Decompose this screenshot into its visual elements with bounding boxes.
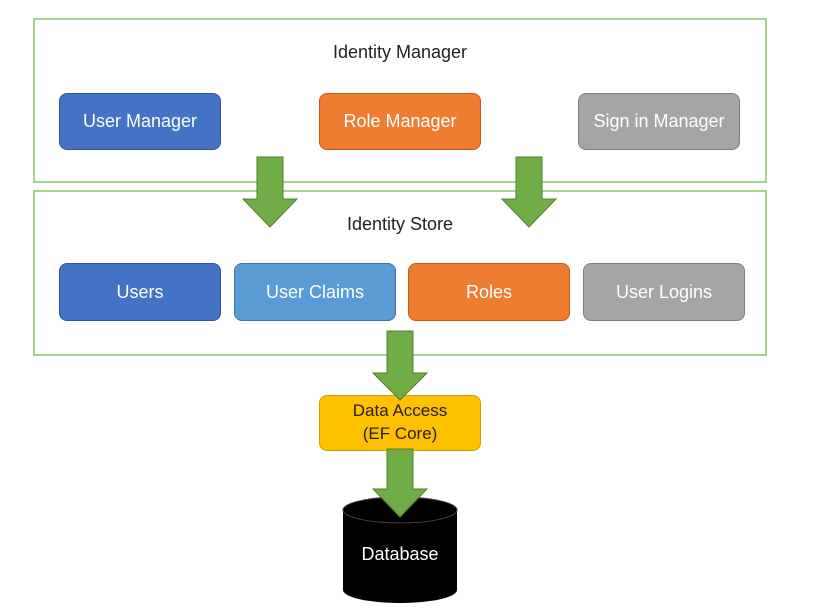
identity-manager-title: Identity Manager	[332, 42, 468, 62]
data-access-subtitle: (EF Core)	[362, 424, 438, 443]
data-access-box: Data Access (EF Core)	[319, 395, 481, 451]
identity-store-title: Identity Store	[346, 214, 454, 234]
database-label: Database	[361, 544, 439, 564]
user-logins-box: User Logins	[583, 263, 745, 321]
user-claims-box: User Claims	[234, 263, 396, 321]
arrow-data-access-to-database	[371, 448, 429, 518]
users-box: Users	[59, 263, 221, 321]
role-manager-box: Role Manager	[319, 93, 481, 150]
data-access-title: Data Access	[352, 401, 448, 421]
sign-in-manager-box: Sign in Manager	[578, 93, 740, 150]
user-manager-box: User Manager	[59, 93, 221, 150]
roles-box: Roles	[408, 263, 570, 321]
